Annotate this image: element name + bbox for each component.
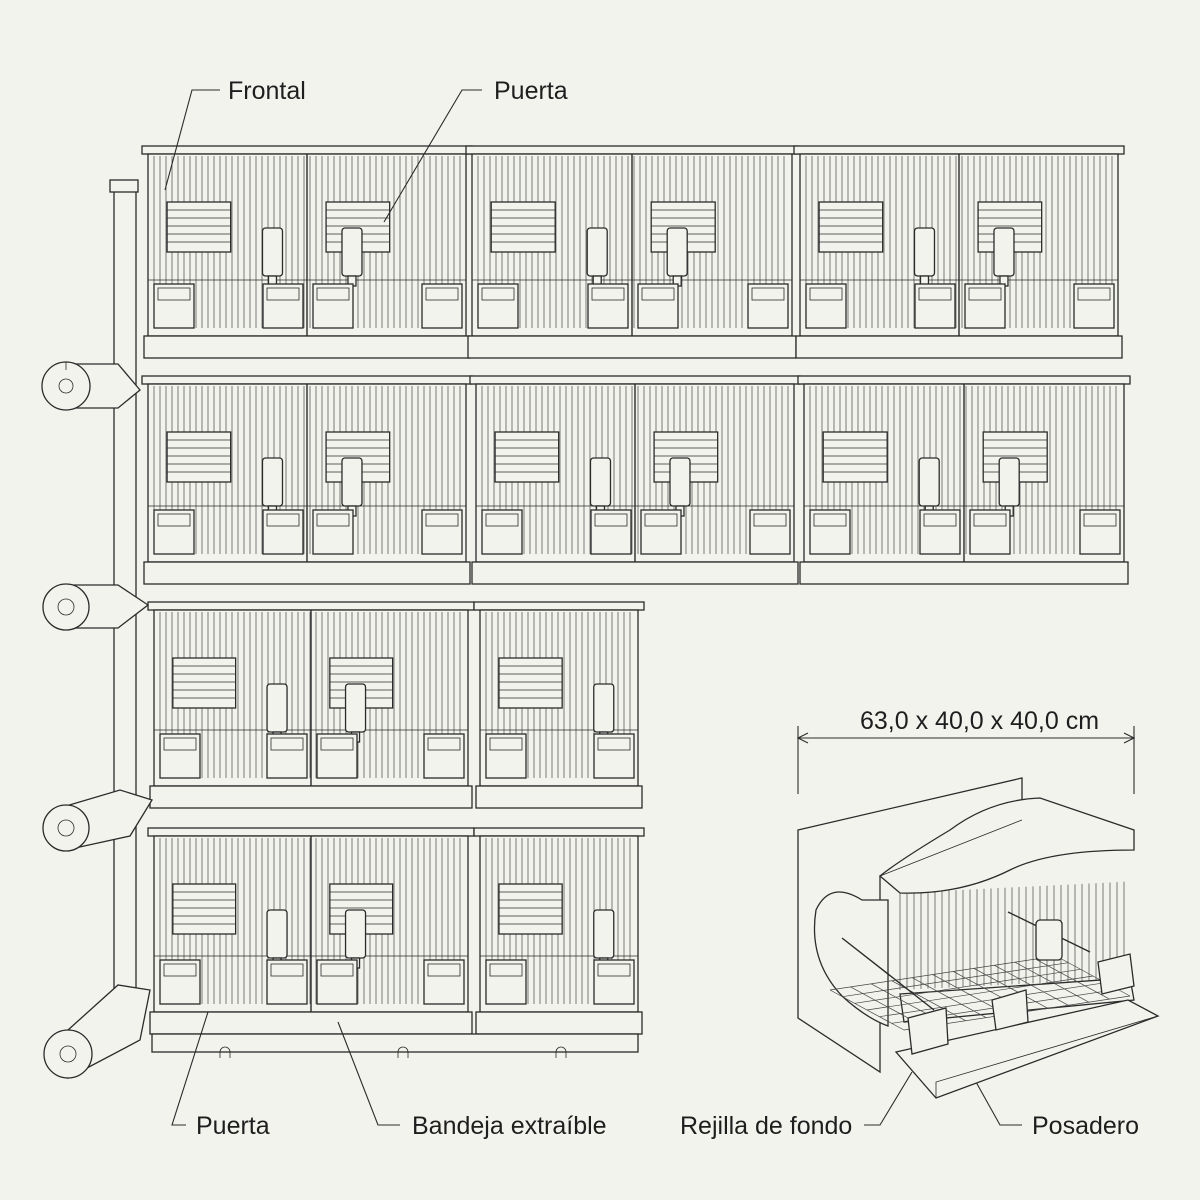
paper-roll-4 [43, 984, 151, 1080]
cage-module [147, 601, 475, 809]
label-rejilla: Rejilla de fondo [680, 1112, 852, 1140]
label-posadero: Posadero [1032, 1112, 1139, 1140]
cage-modules [141, 145, 1131, 1035]
cage-module [793, 145, 1125, 359]
cage-module [473, 601, 645, 809]
cage-module [141, 145, 473, 359]
cage-module [797, 375, 1131, 585]
label-frontal: Frontal [228, 77, 306, 105]
dimension-line [796, 726, 1136, 794]
paper-roll-2 [42, 583, 150, 631]
cage-module [473, 827, 645, 1035]
leader-lines [164, 89, 1022, 1126]
cage-module [147, 827, 475, 1035]
dimension-label: 63,0 x 40,0 x 40,0 cm [860, 707, 1099, 735]
cage-module [465, 145, 799, 359]
cage-module [141, 375, 473, 585]
bottom-tray [151, 1033, 639, 1058]
label-bandeja: Bandeja extraíble [412, 1112, 607, 1140]
paper-roll-1 [41, 361, 141, 411]
label-puerta-top: Puerta [494, 77, 568, 105]
label-puerta-bottom: Puerta [196, 1112, 270, 1140]
detail-cage [797, 777, 1160, 1099]
paper-roll-3 [42, 789, 153, 852]
cage-module [469, 375, 801, 585]
